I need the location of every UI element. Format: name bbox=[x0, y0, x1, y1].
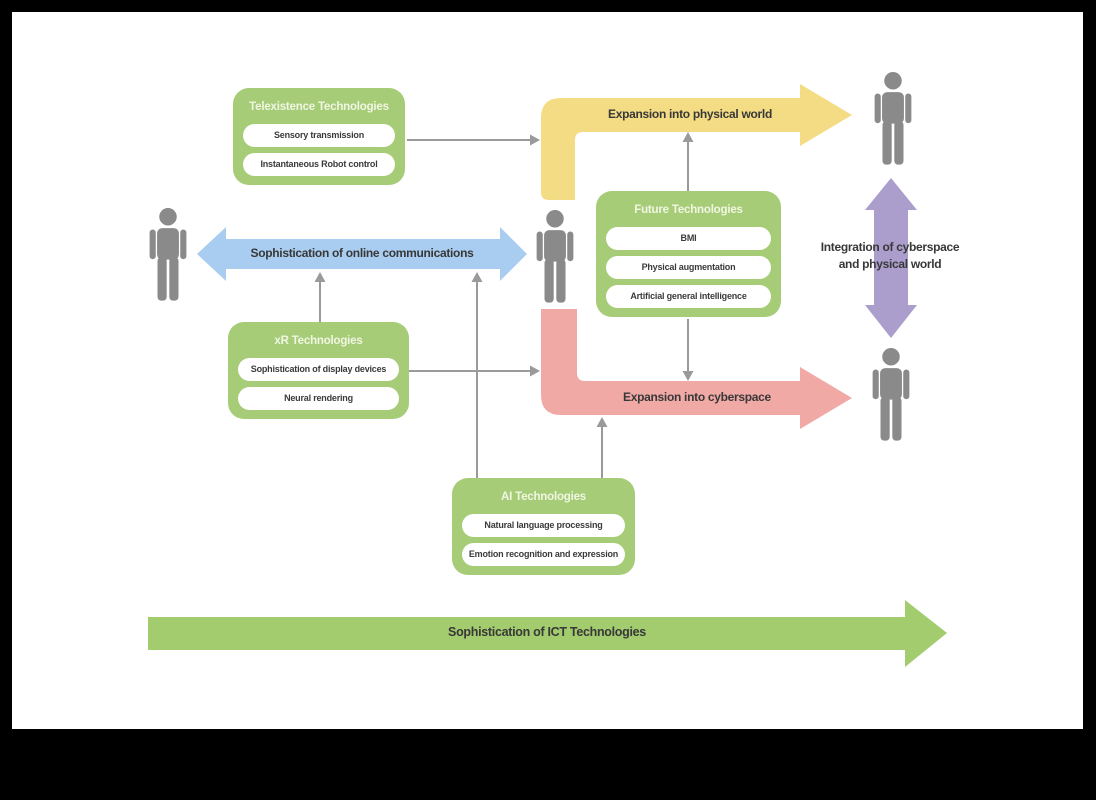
online-communications-arrow bbox=[197, 227, 527, 281]
connector-future-to-cyberspace bbox=[682, 319, 694, 381]
tech-item: Natural language processing bbox=[462, 514, 625, 537]
connector-future-to-physical bbox=[682, 132, 694, 191]
person-icon bbox=[874, 72, 912, 165]
ict-label: Sophistication of ICT Technologies bbox=[448, 625, 646, 639]
tech-item: BMI bbox=[606, 227, 771, 250]
future-box-title: Future Technologies bbox=[634, 204, 743, 216]
connector-xr-to-cyberspace bbox=[409, 365, 540, 377]
future-box: Future Technologies BMI Physical augment… bbox=[596, 191, 781, 317]
tech-item: Sophistication of display devices bbox=[238, 358, 399, 381]
connector-xr-to-online bbox=[314, 272, 326, 322]
tech-item: Neural rendering bbox=[238, 387, 399, 410]
person-icon bbox=[536, 210, 574, 303]
arrows-layer bbox=[148, 72, 947, 667]
integration-label-line1: Integration of cyberspace bbox=[820, 240, 960, 254]
integration-label-line2: and physical world bbox=[838, 257, 942, 271]
expansion-physical-arrow bbox=[541, 84, 852, 200]
expansion-cyberspace-label: Expansion into cyberspace bbox=[623, 390, 771, 404]
expansion-cyberspace-arrow bbox=[541, 309, 852, 429]
integration-arrow bbox=[865, 178, 917, 338]
tech-item: Artificial general intelligence bbox=[606, 285, 771, 308]
person-icon bbox=[872, 348, 910, 441]
integration-label: Integration of cyberspace and physical w… bbox=[765, 239, 1015, 273]
tech-item: Sensory transmission bbox=[243, 124, 395, 147]
online-communications-label: Sophistication of online communications bbox=[250, 246, 474, 260]
tech-item: Emotion recognition and expression bbox=[462, 543, 625, 566]
expansion-physical-label: Expansion into physical world bbox=[608, 107, 772, 121]
telexistence-box-title: Telexistence Technologies bbox=[249, 101, 389, 113]
connector-ai-to-cyberspace bbox=[596, 417, 608, 478]
tech-item: Physical augmentation bbox=[606, 256, 771, 279]
xr-box: xR Technologies Sophistication of displa… bbox=[228, 322, 409, 419]
xr-box-title: xR Technologies bbox=[274, 335, 363, 347]
person-icon bbox=[149, 208, 187, 301]
connector-telexistence-to-physical bbox=[407, 134, 540, 146]
connector-ai-to-online bbox=[471, 272, 483, 478]
diagram-canvas: Telexistence Technologies Sensory transm… bbox=[12, 12, 1083, 729]
ai-box-title: AI Technologies bbox=[501, 491, 586, 503]
tech-item: Instantaneous Robot control bbox=[243, 153, 395, 176]
telexistence-box: Telexistence Technologies Sensory transm… bbox=[233, 88, 405, 185]
ai-box: AI Technologies Natural language process… bbox=[452, 478, 635, 575]
ict-arrow bbox=[148, 600, 947, 667]
